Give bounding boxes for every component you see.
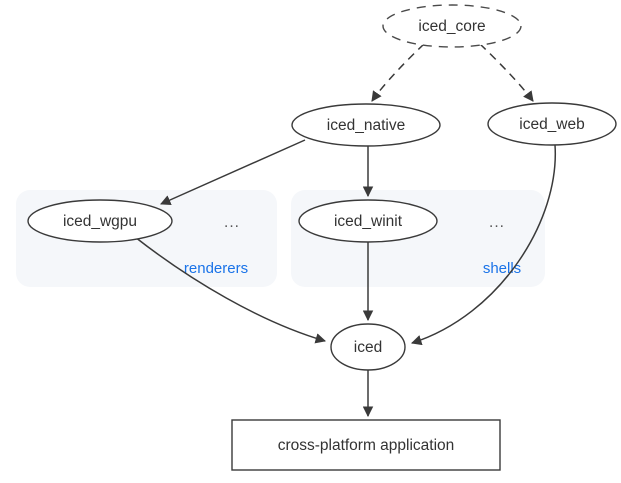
edge-iced-core-to-iced-native — [371, 43, 425, 102]
node-iced-label: iced — [354, 339, 382, 356]
edge-iced-wgpu-to-iced — [134, 236, 327, 344]
node-application-label: cross-platform application — [278, 437, 455, 454]
node-iced-winit-label: iced_winit — [334, 213, 403, 230]
group-shells-label: shells — [483, 260, 521, 277]
group-shells-ellipsis: ... — [489, 214, 505, 231]
edge-iced-native-to-iced-wgpu — [160, 139, 306, 205]
node-iced-native-label: iced_native — [327, 117, 405, 134]
edge-iced-core-to-iced-web — [479, 43, 534, 102]
node-iced[interactable]: iced — [330, 323, 406, 371]
node-iced-core-shape[interactable] — [382, 4, 522, 48]
group-renderers-label: renderers — [184, 260, 248, 277]
node-iced-core-label: iced_core — [418, 18, 485, 35]
node-iced-winit-shape[interactable] — [298, 199, 438, 243]
edge-iced-web-to-iced — [410, 144, 556, 346]
node-iced-winit[interactable]: iced_winit — [298, 199, 438, 243]
node-iced-wgpu-shape[interactable] — [27, 199, 173, 243]
node-application-shape[interactable] — [231, 419, 501, 471]
node-iced-native[interactable]: iced_native — [291, 103, 441, 147]
edges-layer — [134, 43, 556, 418]
node-iced-native-shape[interactable] — [291, 103, 441, 147]
node-cross-platform-application[interactable]: cross-platform application — [231, 419, 501, 471]
node-iced-web[interactable]: iced_web — [487, 102, 617, 146]
node-iced-wgpu-label: iced_wgpu — [63, 213, 137, 230]
node-iced-web-shape[interactable] — [487, 102, 617, 146]
group-renderers-ellipsis: ... — [224, 214, 240, 231]
node-iced-web-label: iced_web — [519, 116, 585, 133]
node-iced-shape[interactable] — [330, 323, 406, 371]
node-iced-core[interactable]: iced_core — [382, 4, 522, 48]
node-iced-wgpu[interactable]: iced_wgpu — [27, 199, 173, 243]
